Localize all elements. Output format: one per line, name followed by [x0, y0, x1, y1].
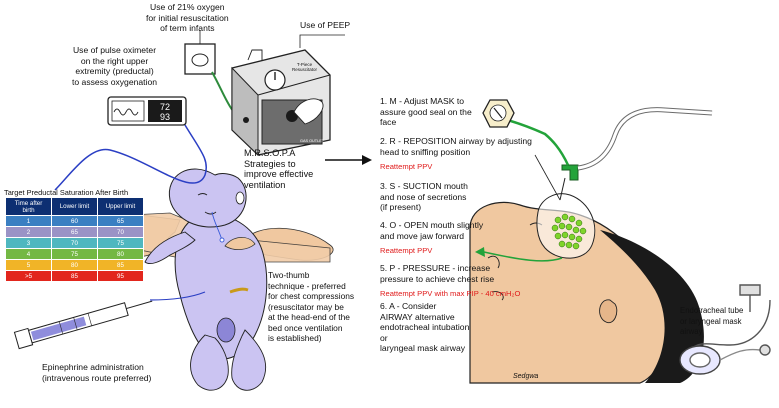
- saturation-cell-upper: 85: [97, 259, 144, 271]
- saturation-table: Time after birth Lower limit Upper limit…: [5, 197, 144, 282]
- step-2-reattempt: Reattempt PPV: [380, 162, 433, 171]
- saturation-cell-lower: 70: [51, 237, 98, 249]
- oximeter-cable: [54, 124, 207, 191]
- breathing-tube-inner: [577, 108, 713, 170]
- saturation-cell-upper: 95: [97, 270, 144, 282]
- infant-ear: [235, 191, 245, 205]
- saturation-cell-upper: 80: [97, 248, 144, 260]
- saturation-cell-lower: 65: [51, 226, 98, 238]
- iv-line: [149, 291, 206, 301]
- step-5-reattempt: Reattempt PPV with max PIP - 40 cmH₂O: [380, 289, 521, 298]
- saturation-cell-time: 4: [5, 248, 52, 260]
- patient-hair: [600, 230, 704, 383]
- step-6: 6. A - Consider AIRWAY alternative endot…: [380, 301, 469, 354]
- saturation-cell-lower: 75: [51, 248, 98, 260]
- label-et-tube: Endotracheal tube or laryngeal mask airw…: [680, 306, 744, 336]
- step-1: 1. M - Adjust MASK to assure good seal o…: [380, 96, 472, 128]
- label-mrsopa: M.R.S.O.P.A Strategies to improve effect…: [244, 148, 314, 190]
- label-oximeter: Use of pulse oximeter on the right upper…: [72, 45, 158, 87]
- step-2: 2. R - REPOSITION airway by adjusting he…: [380, 136, 532, 173]
- saturation-table-header: Time after birth Lower limit Upper limit: [5, 197, 144, 216]
- reposition-pointer: [534, 154, 561, 201]
- step-6-text: 6. A - Consider AIRWAY alternative endot…: [380, 301, 470, 353]
- step-4-text: 4. O - OPEN mouth slightly and move jaw …: [380, 220, 484, 241]
- jaw-forward-arrow: [483, 251, 563, 262]
- infant-leg-left: [190, 334, 229, 391]
- umbilical-line: [229, 287, 249, 294]
- saturation-cell-upper: 70: [97, 226, 144, 238]
- saturation-cell-upper: 75: [97, 237, 144, 249]
- header-lower: Lower limit: [51, 197, 98, 216]
- step-1-text: 1. M - Adjust MASK to assure good seal o…: [380, 96, 472, 127]
- thumbs-on-chest: [224, 237, 256, 250]
- step-5: 5. P - PRESSURE - increase pressure to a…: [380, 263, 520, 300]
- epinephrine-syringe: [13, 300, 153, 350]
- saturation-cell-time: >5: [5, 270, 52, 282]
- saturation-cell-time: 2: [5, 226, 52, 238]
- label-peep: Use of PEEP: [300, 20, 351, 30]
- peep-hand: [293, 98, 324, 125]
- saturation-cell-time: 1: [5, 215, 52, 227]
- device-title: T-Piece Resuscitator: [292, 62, 318, 72]
- jaw-forward-arrow-head: [475, 247, 485, 257]
- saturation-cell-time: 5: [5, 259, 52, 271]
- oxygen-source: [184, 43, 216, 75]
- saturation-cell-lower: 60: [51, 215, 98, 227]
- saturation-table-title: Target Preductal Saturation After Birth: [4, 188, 129, 197]
- step-3-text: 3. S - SUCTION mouth and nose of secreti…: [380, 181, 468, 212]
- ecg-leads: [211, 211, 225, 243]
- t-connector: [561, 164, 579, 181]
- step-4: 4. O - OPEN mouth slightly and move jaw …: [380, 220, 483, 257]
- label-epinephrine: Epinephrine administration (intravenous …: [42, 362, 152, 383]
- device-bottom-label: GAS OUTLET: [300, 139, 325, 143]
- endotracheal-tube-illustration: [679, 284, 771, 375]
- device-gauge-label: Inspiratory pressure control: [300, 104, 318, 117]
- patient-nose-mouth: [487, 255, 504, 301]
- face-mask: [536, 193, 596, 259]
- mrsopa-arrow-head: [362, 155, 372, 165]
- monitor-hr: 72: [160, 102, 170, 112]
- infant-arm-left: [144, 231, 196, 265]
- step-4-reattempt: Reattempt PPV: [380, 246, 433, 255]
- signature: Sedgwa: [513, 373, 539, 380]
- patient-ear: [599, 299, 618, 324]
- infant-genitals: [216, 317, 236, 343]
- monitor-spo2: 93: [160, 112, 170, 122]
- header-upper: Upper limit: [97, 197, 144, 216]
- peep-cap-needle: [493, 107, 503, 119]
- saturation-cell-upper: 65: [97, 215, 144, 227]
- infant-eye: [197, 193, 208, 196]
- label-two-thumb: Two-thumb technique - preferred for ches…: [268, 270, 355, 343]
- pulse-oximeter-monitor: [107, 96, 187, 126]
- saturation-cell-lower: 85: [51, 270, 98, 282]
- saturation-cell-time: 3: [5, 237, 52, 249]
- saturation-cell-lower: 80: [51, 259, 98, 271]
- peep-pointer: [299, 34, 345, 48]
- header-time: Time after birth: [5, 197, 52, 216]
- infant-mouth: [204, 211, 217, 215]
- step-3: 3. S - SUCTION mouth and nose of secreti…: [380, 181, 468, 213]
- mask-seal-dots: [551, 213, 587, 250]
- step-2-text: 2. R - REPOSITION airway by adjusting he…: [380, 136, 532, 157]
- label-oxygen: Use of 21% oxygen for initial resuscitat…: [146, 2, 229, 33]
- infant-leg-right: [231, 329, 267, 391]
- mask-stem: [559, 177, 566, 201]
- step-5-text: 5. P - PRESSURE - increase pressure to a…: [380, 263, 495, 284]
